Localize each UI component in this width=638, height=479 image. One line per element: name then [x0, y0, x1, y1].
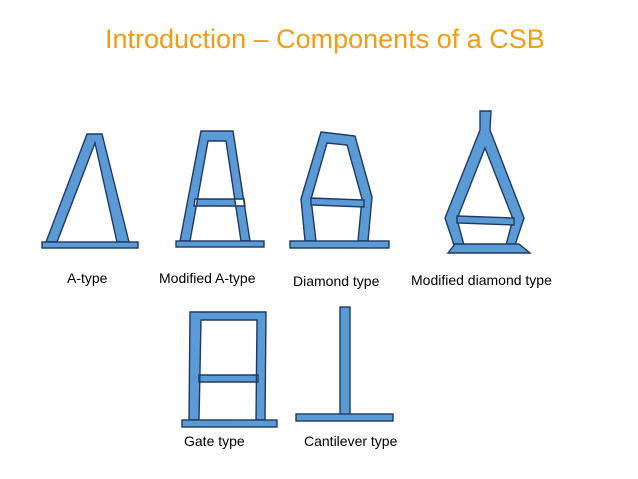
a-type-base	[41, 241, 139, 249]
modified-a-type-base	[175, 240, 265, 248]
cantilever-type-tower	[295, 306, 394, 422]
gate-type-base	[181, 419, 278, 428]
slide-title: Introduction – Components of a CSB	[105, 24, 545, 54]
diamond-type-tower	[289, 131, 390, 249]
diamond-type-base	[289, 240, 390, 249]
modified-a-type-frame	[179, 130, 251, 242]
modified-a-type-tower	[175, 130, 265, 248]
gate-type-tower	[181, 311, 278, 428]
modified-diamond-type-base	[446, 243, 532, 254]
gate-type-label: Gate type	[184, 433, 245, 449]
diamond-type-crossbar	[310, 197, 365, 208]
modified-diamond-type-crossbar	[456, 215, 515, 226]
a-type-label: A-type	[67, 270, 108, 286]
modified-diamond-type-frame	[444, 110, 525, 246]
modified-diamond-type-label: Modified diamond type	[411, 272, 552, 288]
cantilever-type-base	[295, 413, 394, 422]
modified-diamond-type-tower	[444, 110, 532, 254]
gate-type-frame	[188, 311, 267, 421]
diamond-type-frame	[300, 131, 373, 242]
a-type-frame	[44, 133, 130, 243]
cantilever-type-label: Cantilever type	[304, 433, 398, 449]
cantilever-type-column	[339, 306, 351, 416]
modified-a-type-label: Modified A-type	[159, 270, 256, 286]
a-type-tower	[41, 133, 139, 249]
diamond-type-label: Diamond type	[293, 273, 380, 289]
